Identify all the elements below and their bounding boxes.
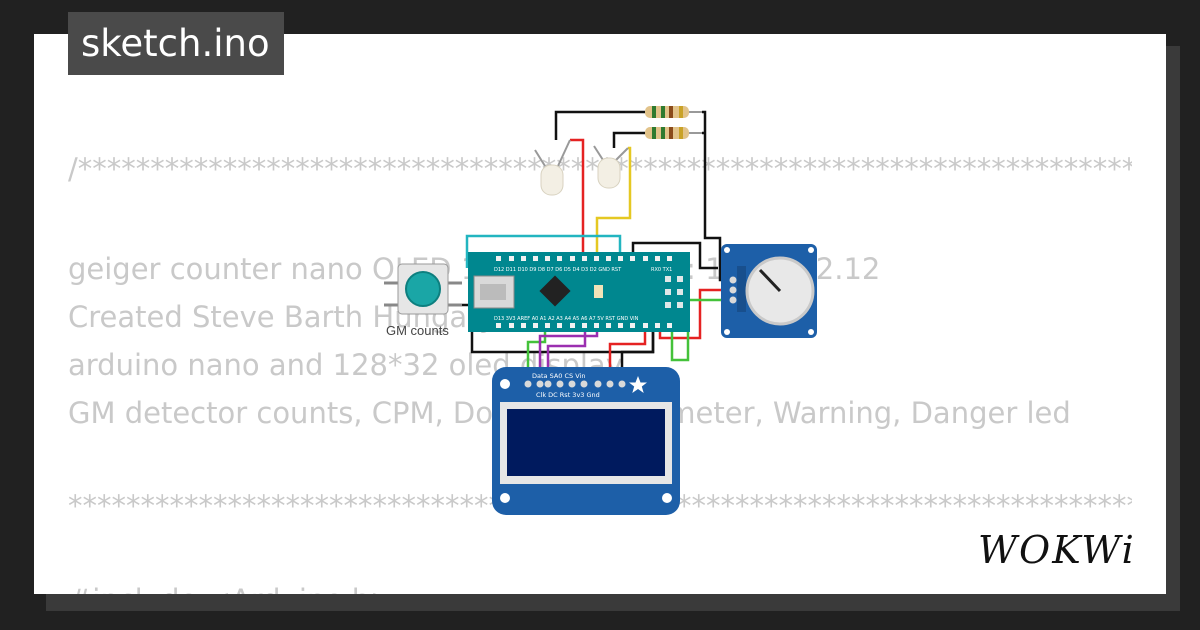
nano-bottom-pin-labels: D13 3V3 AREF A0 A1 A2 A3 A4 A5 A6 A7 5V … — [494, 316, 639, 322]
oled-display[interactable] — [492, 367, 680, 515]
file-tab[interactable]: sketch.ino — [68, 12, 284, 75]
resistor-bottom[interactable] — [630, 127, 702, 139]
led-warning[interactable] — [534, 139, 571, 196]
oled-bottom-labels: Clk DC Rst 3v3 Gnd — [536, 391, 600, 399]
nano-top-pin-labels: D12 D11 D10 D9 D8 D7 D6 D5 D4 D3 D2 GND … — [494, 267, 622, 273]
wokwi-logo: WOKWi — [978, 528, 1136, 572]
led-danger[interactable] — [593, 145, 629, 189]
potentiometer[interactable] — [721, 244, 817, 338]
button-label: GM counts — [386, 323, 449, 338]
push-button[interactable] — [384, 263, 462, 315]
oled-top-labels: Data SA0 CS Vin — [532, 372, 585, 380]
nano-rx-tx-label: RX0 TX1 — [651, 267, 672, 273]
code-line: #include <Arduino.h> — [68, 583, 1132, 594]
arduino-nano[interactable] — [468, 252, 690, 332]
wires — [458, 110, 733, 384]
